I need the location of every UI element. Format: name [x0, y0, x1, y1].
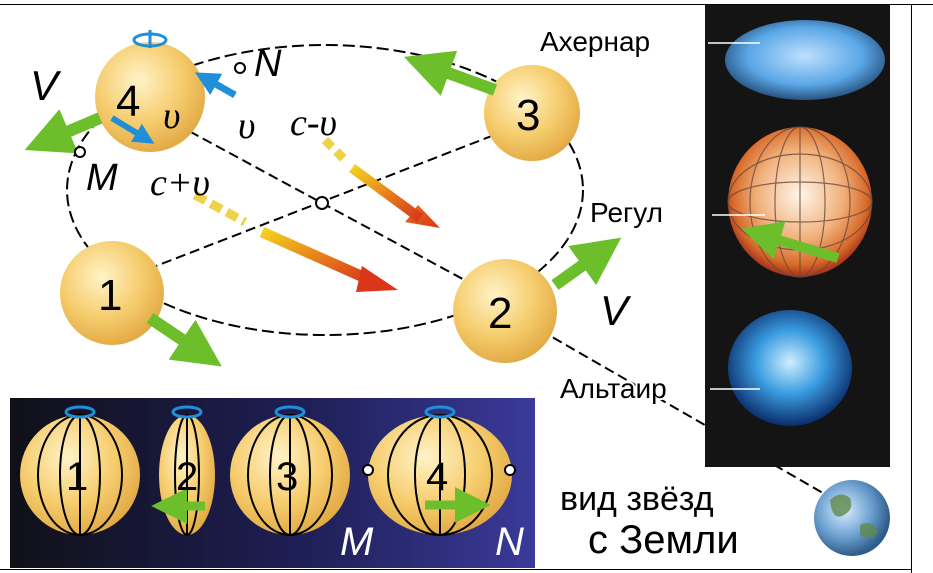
point-M [74, 146, 86, 158]
bottom-point-N [504, 464, 516, 476]
bottom-star-2-label: 2 [176, 455, 198, 499]
bottom-star-2 [151, 405, 215, 536]
regulus-label: Регул [590, 197, 663, 228]
regulus-image [727, 126, 873, 278]
caption-line2: с Земли [588, 518, 739, 562]
bottom-label-M: M [340, 520, 374, 564]
bottom-point-M [362, 464, 374, 476]
small-v-incoming: υ [238, 105, 255, 147]
achernar-label: Ахернар [540, 26, 650, 57]
star-4-label: 4 [116, 77, 140, 126]
altair-label: Альтаир [560, 373, 667, 404]
label-N: N [254, 43, 282, 85]
blue-arrow-v-incoming [194, 72, 237, 99]
star-3 [484, 65, 580, 161]
star-4 [95, 30, 205, 152]
light-arrow-c-minus-v [321, 136, 440, 228]
blue-arrow-v-inner [110, 115, 155, 144]
v-label-right: V [600, 287, 632, 334]
light-arrow-c-plus-v [192, 191, 398, 292]
label-M: M [86, 157, 118, 199]
velocity-arrow-2 [551, 237, 622, 290]
achernar-image [725, 20, 885, 100]
velocity-arrow-3 [403, 50, 498, 96]
velocity-arrow-1 [146, 313, 222, 367]
bottom-star-1-label: 1 [66, 455, 88, 499]
bottom-label-N: N [495, 520, 524, 564]
earth-land [830, 494, 878, 539]
orbit-center [315, 196, 329, 210]
orbit-ellipse [66, 44, 584, 336]
c-minus-v-label: c-υ [290, 102, 337, 144]
bottom-star-1 [20, 405, 140, 536]
line-of-sight [539, 329, 836, 501]
bottom-star-4-label: 4 [426, 455, 448, 499]
c-plus-v-label: c+υ [150, 162, 210, 204]
bottom-star-4 [368, 405, 512, 536]
caption-line1: вид звёзд [560, 480, 714, 518]
v-label-left: V [30, 62, 62, 109]
star-1 [60, 241, 164, 345]
bottom-star-3-label: 3 [276, 455, 298, 499]
velocity-arrow-4 [24, 109, 103, 154]
bottom-border [0, 569, 912, 570]
point-N [234, 62, 246, 74]
line-4-2 [149, 109, 521, 311]
altair-image [728, 310, 852, 426]
star-3-label: 3 [516, 91, 540, 140]
star-1-label: 1 [98, 271, 122, 320]
top-border [0, 4, 933, 5]
earth-image [814, 480, 890, 556]
star-2 [453, 259, 557, 363]
star-2-label: 2 [488, 289, 512, 338]
small-v-star4: υ [163, 95, 180, 137]
right-border [911, 4, 912, 573]
bottom-star-3 [230, 405, 350, 536]
